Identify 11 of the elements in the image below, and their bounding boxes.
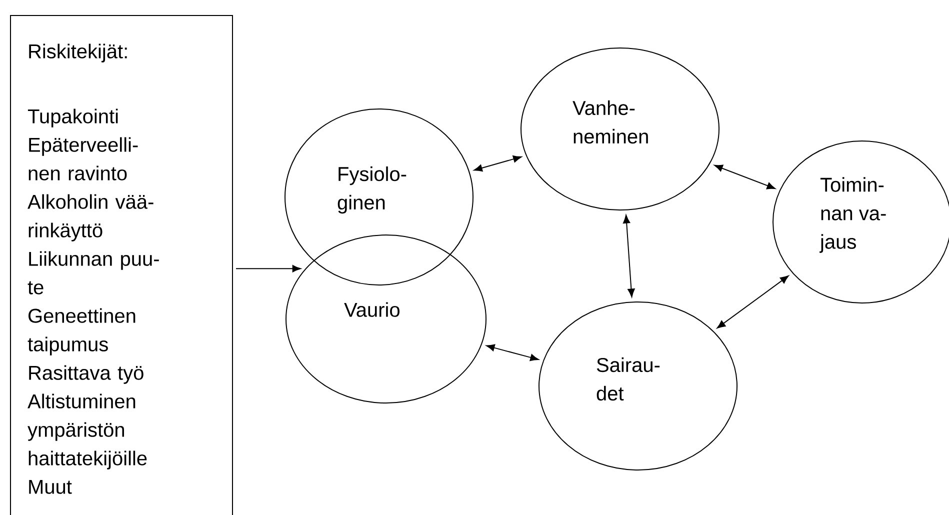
arrow	[714, 164, 776, 190]
ellipse-node: Vanhe- neminen	[520, 48, 720, 210]
arrow	[474, 155, 522, 172]
ellipse-node: Fysiolo- ginen	[284, 108, 474, 286]
ellipse-node: Sairau- det	[538, 302, 738, 470]
ellipse-node: Vaurio	[286, 234, 486, 404]
arrow	[716, 276, 789, 328]
arrow	[486, 344, 539, 362]
arrow	[236, 265, 301, 272]
risk-factor-box: Riskitekijät: Tupakointi Epäterveelli- nen ravinto Alkoholin vää- rinkäyttö Liikunnan puu- te Geneettinen taipumus Rasittava työ Altistuminen ympäristön haittatekijöille Muut	[10, 15, 233, 515]
arrow	[622, 214, 635, 298]
